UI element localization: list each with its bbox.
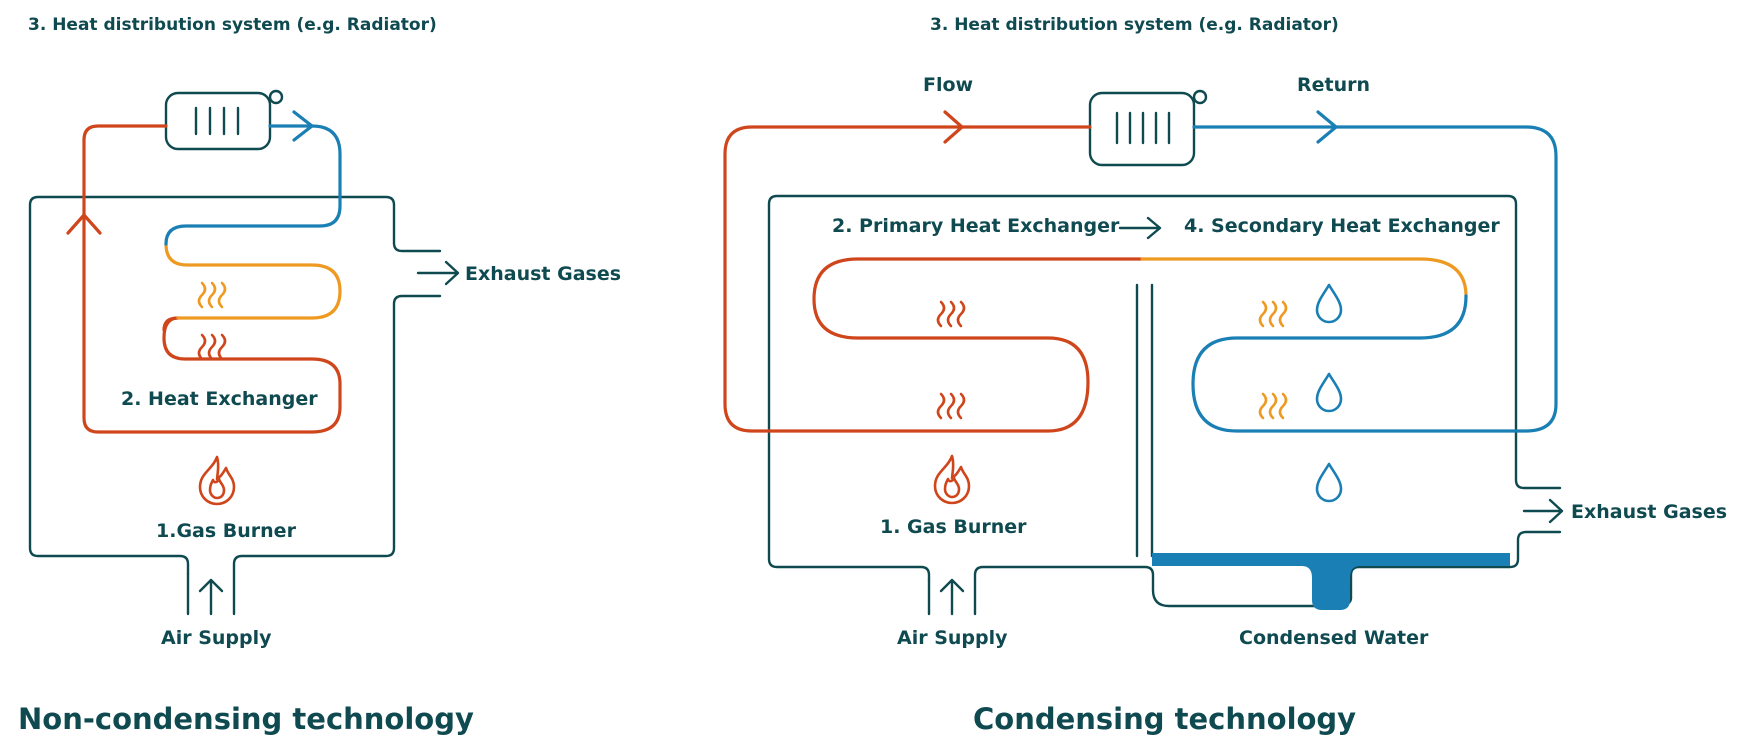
left-heat-waves-lower-icon — [197, 333, 227, 361]
left-air-supply-arrow-icon — [198, 578, 224, 616]
condensed-water-label: Condensed Water — [1239, 627, 1429, 649]
right-warm-water-line — [1140, 257, 1468, 298]
condensed-water-pool — [1152, 553, 1510, 610]
right-casing-lower — [927, 565, 1353, 616]
right-air-supply-arrow-icon — [939, 578, 965, 616]
secondary-heat-waves-upper-icon — [1258, 300, 1288, 328]
secondary-heat-waves-lower-icon — [1258, 392, 1288, 420]
return-label: Return — [1297, 74, 1370, 96]
left-header-label: 3. Heat distribution system (e.g. Radiat… — [28, 15, 437, 35]
flow-label: Flow — [923, 74, 973, 96]
primary-heat-waves-lower-icon — [936, 392, 966, 420]
secondary-exchanger-label: 4. Secondary Heat Exchanger — [1184, 215, 1500, 237]
left-hot-water-line — [82, 124, 342, 434]
left-flame-icon — [198, 455, 236, 506]
right-return-water-line — [1191, 125, 1558, 433]
flow-arrow-icon — [943, 110, 964, 144]
left-return-water-line — [164, 124, 342, 246]
primary-heat-waves-upper-icon — [936, 300, 966, 328]
left-title: Non-condensing technology — [18, 702, 474, 736]
left-boiler-casing — [28, 195, 442, 616]
left-flow-arrow-icon — [66, 213, 102, 235]
left-return-arrow-icon — [292, 110, 314, 142]
left-warm-water-line — [164, 242, 342, 320]
left-air-supply-label: Air Supply — [161, 627, 272, 649]
right-exhaust-label: Exhaust Gases — [1571, 501, 1727, 523]
return-arrow-icon — [1316, 110, 1338, 144]
condensing-diagram: 3. Heat distribution system (e.g. Radiat… — [723, 15, 1727, 736]
left-radiator-icon — [164, 89, 284, 151]
left-exhaust-arrow-icon — [416, 260, 460, 286]
right-flame-icon — [933, 454, 971, 505]
left-heat-waves-upper-icon — [197, 281, 227, 309]
left-exhaust-label: Exhaust Gases — [465, 263, 621, 285]
right-divider-wall — [1135, 283, 1154, 558]
right-gas-burner-label: 1. Gas Burner — [880, 516, 1027, 538]
right-air-supply-label: Air Supply — [897, 627, 1008, 649]
left-heat-exchanger-label: 2. Heat Exchanger — [121, 388, 318, 410]
exchanger-arrow-icon — [1118, 216, 1162, 240]
right-exhaust-arrow-icon — [1522, 498, 1564, 524]
right-header-label: 3. Heat distribution system (e.g. Radiat… — [930, 15, 1339, 35]
water-droplet-middle-icon — [1315, 372, 1343, 413]
primary-exchanger-label: 2. Primary Heat Exchanger — [832, 215, 1120, 237]
non-condensing-diagram: 3. Heat distribution system (e.g. Radiat… — [18, 15, 621, 736]
right-boiler-casing — [767, 194, 1562, 600]
water-droplet-upper-icon — [1315, 283, 1343, 324]
right-radiator-icon — [1088, 89, 1208, 167]
left-gas-burner-label: 1.Gas Burner — [156, 520, 297, 542]
right-title: Condensing technology — [973, 702, 1356, 736]
water-droplet-lower-icon — [1315, 462, 1343, 503]
right-hot-water-line — [723, 125, 1144, 433]
